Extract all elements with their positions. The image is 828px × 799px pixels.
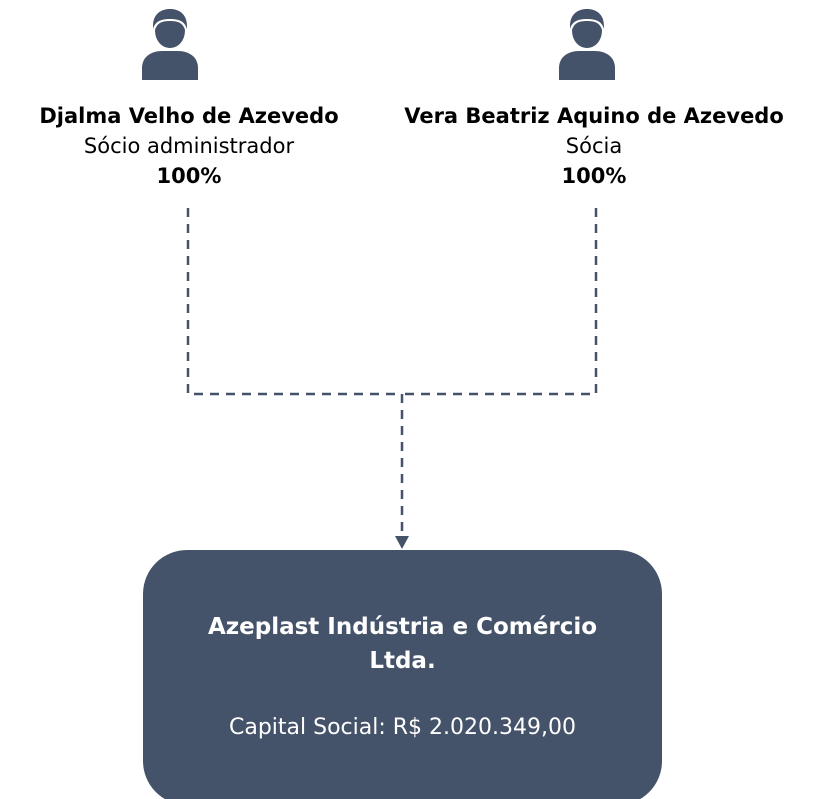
partner-card-2: Vera Beatriz Aquino de Azevedo Sócia 100… (386, 101, 802, 191)
company-name: Azeplast Indústria e Comércio Ltda. (207, 614, 598, 674)
connector-partner-1 (186, 208, 402, 396)
partner-name: Djalma Velho de Azevedo (39, 104, 339, 128)
company-box: Azeplast Indústria e Comércio Ltda. Capi… (143, 550, 662, 799)
partner-share: 100% (561, 164, 627, 188)
partner-role: Sócio administrador (83, 134, 295, 158)
connector-partner-2 (402, 208, 598, 396)
partner-share: 100% (156, 164, 222, 188)
person-icon (142, 9, 198, 80)
person-icon (559, 9, 615, 80)
partner-role: Sócia (565, 134, 623, 158)
company-capital: Capital Social: R$ 2.020.349,00 (229, 715, 576, 740)
partner-name: Vera Beatriz Aquino de Azevedo (404, 104, 784, 128)
arrow-down-icon (395, 536, 409, 549)
partner-card-1: Djalma Velho de Azevedo Sócio administra… (0, 101, 378, 191)
